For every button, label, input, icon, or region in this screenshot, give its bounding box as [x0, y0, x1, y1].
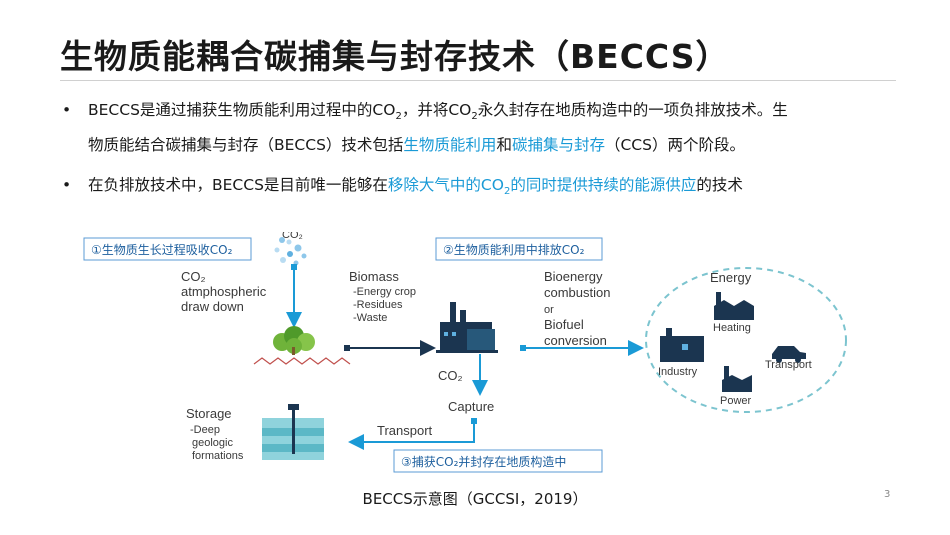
energy-ring: [645, 267, 847, 413]
power-label: Power: [720, 395, 752, 407]
bullet-line: BECCS是通过捕获生物质能利用过程中的CO2，并将CO2永久封存在地质构造中的…: [88, 96, 900, 131]
stage2-box: [435, 237, 603, 261]
transport-right-label: Transport: [765, 359, 812, 371]
bullet-text: ，并将CO: [401, 101, 472, 119]
bullet-text: 在负排放技术中，BECCS是目前唯一能够在: [88, 176, 388, 195]
power-plant-icon: [436, 302, 498, 353]
bullet-item: • 在负排放技术中，BECCS是目前唯一能够在移除大气中的CO2的同时提供持续的…: [60, 171, 900, 206]
page-number: 3: [884, 489, 891, 500]
biomass-items: -Energy crop -Residues -Waste: [353, 286, 419, 324]
heating-icon: [714, 292, 754, 320]
capture-label: Capture: [448, 399, 494, 414]
or-label: or: [544, 304, 554, 316]
storage-label: Storage: [186, 406, 232, 421]
ground-line: [253, 357, 351, 365]
biofuel-label: Biofuel conversion: [544, 317, 607, 348]
bioenergy-label: Bioenergy combustion: [544, 269, 610, 300]
bullet-list: • BECCS是通过捕获生物质能利用过程中的CO2，并将CO2永久封存在地质构造…: [60, 96, 900, 218]
highlight-text: 生物质能利用: [403, 136, 497, 155]
industry-label: Industry: [658, 366, 698, 378]
co2-plant-label: CO₂: [438, 368, 463, 383]
beccs-diagram: ①生物质生长过程吸收CO₂ ②生物质能利用中排放CO₂ ③捕获CO₂并封存在地质…: [82, 229, 872, 482]
diagram-canvas: ①生物质生长过程吸收CO₂ ②生物质能利用中排放CO₂ ③捕获CO₂并封存在地质…: [83, 229, 847, 473]
arrow-tail: [344, 345, 350, 351]
stage3-box: [393, 449, 603, 473]
arrow-tail: [520, 345, 526, 351]
bullet-text: 物质能结合碳捕集与封存（BECCS）技术包括: [88, 136, 404, 155]
subscript: 2: [471, 111, 478, 123]
arrow-tail: [471, 418, 477, 424]
stage2-label: ②生物质能利用中排放CO₂: [443, 242, 585, 257]
stage1-label: ①生物质生长过程吸收CO₂: [91, 242, 233, 257]
car-icon: [772, 346, 806, 363]
co2-drawdown-label: CO₂ atmphospheric draw down: [181, 269, 270, 314]
bullet-item: • BECCS是通过捕获生物质能利用过程中的CO2，并将CO2永久封存在地质构造…: [60, 96, 900, 159]
bullet-text: （CCS）两个阶段。: [604, 136, 745, 155]
figure-caption: BECCS示意图（GCCSI，2019）: [362, 490, 588, 508]
bullet-dot: •: [62, 101, 72, 119]
bullet-text: BECCS是通过捕获生物质能利用过程中的CO: [88, 101, 396, 119]
stage1-box: [83, 237, 252, 261]
subscript: 2: [395, 111, 402, 123]
power-factory-icon: [722, 366, 752, 392]
biomass-title: Biomass: [349, 269, 399, 284]
storage-items: -Deep geologic formations: [190, 424, 244, 462]
stage3-label: ③捕获CO₂并封存在地质构造中: [401, 454, 566, 469]
bullet-text: 的技术: [696, 176, 743, 195]
industry-icon: [660, 328, 704, 362]
bullet-text: 永久封存在地质构造中的一项负排放技术。生: [477, 101, 788, 119]
arrow-tail: [291, 264, 297, 270]
bullet-text: 和: [496, 136, 512, 155]
highlight-text: 碳捕集与封存: [511, 136, 605, 155]
storage-arrow: [348, 424, 475, 450]
bullet-dot: •: [62, 176, 72, 195]
trees-icon: [273, 326, 315, 355]
co2-molecules-icon: [274, 237, 307, 266]
transport-bottom-label: Transport: [377, 423, 433, 438]
title-divider: [60, 80, 896, 81]
bullet-line: 物质能结合碳捕集与封存（BECCS）技术包括生物质能利用和碳捕集与封存（CCS）…: [88, 131, 900, 159]
co2-top-label: CO₂: [282, 232, 303, 241]
subscript: 2: [503, 186, 511, 198]
bullet-line: 在负排放技术中，BECCS是目前唯一能够在移除大气中的CO2的同时提供持续的能源…: [88, 171, 900, 206]
slide-title: 生物质能耦合碳捕集与封存技术（BECCS）: [60, 37, 730, 76]
highlight-text: 移除大气中的CO: [387, 176, 504, 195]
heating-label: Heating: [713, 322, 751, 334]
energy-label: Energy: [710, 270, 752, 285]
highlight-text: 的同时提供持续的能源供应: [510, 176, 697, 195]
geologic-storage-icon: [262, 404, 324, 460]
